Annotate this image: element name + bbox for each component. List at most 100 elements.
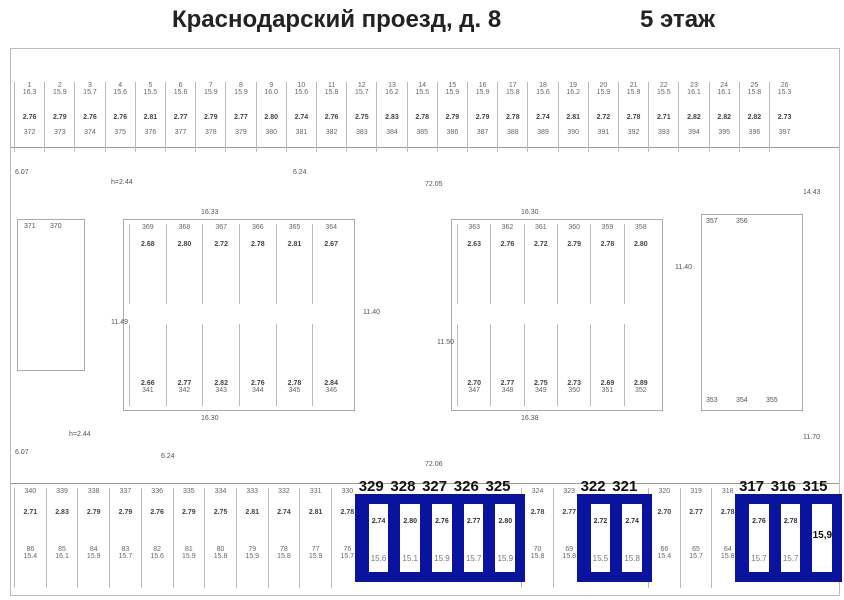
office-number: 344 bbox=[251, 387, 264, 394]
room-width: 2.74 bbox=[371, 518, 386, 525]
room-number: 11 bbox=[327, 82, 336, 89]
dimension-label: 16.30 bbox=[521, 209, 539, 216]
office-number: 343 bbox=[215, 387, 227, 394]
room-width: 2.70 bbox=[467, 380, 481, 387]
office-number: 379 bbox=[235, 129, 247, 136]
room-width: 2.80 bbox=[498, 518, 513, 525]
office-number: 352 bbox=[634, 387, 647, 394]
room-area: 15.6 bbox=[294, 89, 309, 96]
dimension-label: h=2.44 bbox=[69, 431, 91, 438]
room-width: 2.73 bbox=[567, 380, 581, 387]
room-number: 8 bbox=[239, 82, 243, 89]
room-width: 2.78 bbox=[287, 380, 302, 387]
office-number: 363 bbox=[468, 224, 480, 231]
highlighted-office-315[interactable]: 15,9 bbox=[812, 504, 833, 572]
room-width: 2.67 bbox=[324, 241, 338, 248]
office-number: 374 bbox=[84, 129, 96, 136]
corridor-wall-top bbox=[11, 147, 839, 148]
office-number: 366 bbox=[251, 224, 264, 231]
room-number: 83 bbox=[121, 546, 130, 553]
room-number: 26 bbox=[780, 82, 789, 89]
room-number: 19 bbox=[569, 82, 578, 89]
room-number: 10 bbox=[297, 82, 306, 89]
office-number: 339 bbox=[56, 488, 68, 495]
room-width: 2.82 bbox=[747, 114, 762, 121]
room-area: 15.9 bbox=[434, 554, 450, 563]
office-number: 395 bbox=[718, 129, 731, 136]
room-width: 2.78 bbox=[505, 114, 520, 121]
room-width: 2.79 bbox=[52, 114, 67, 121]
room-width: 2.71 bbox=[23, 509, 38, 516]
room-width: 2.78 bbox=[415, 114, 429, 121]
dimension-label: 6.24 bbox=[161, 453, 175, 460]
room-width: 2.78 bbox=[600, 241, 615, 248]
room-width: 2.83 bbox=[55, 509, 69, 516]
office-number: 381 bbox=[295, 129, 308, 136]
room-area: 15.8 bbox=[562, 553, 577, 560]
room-width: 2.78 bbox=[783, 518, 798, 525]
